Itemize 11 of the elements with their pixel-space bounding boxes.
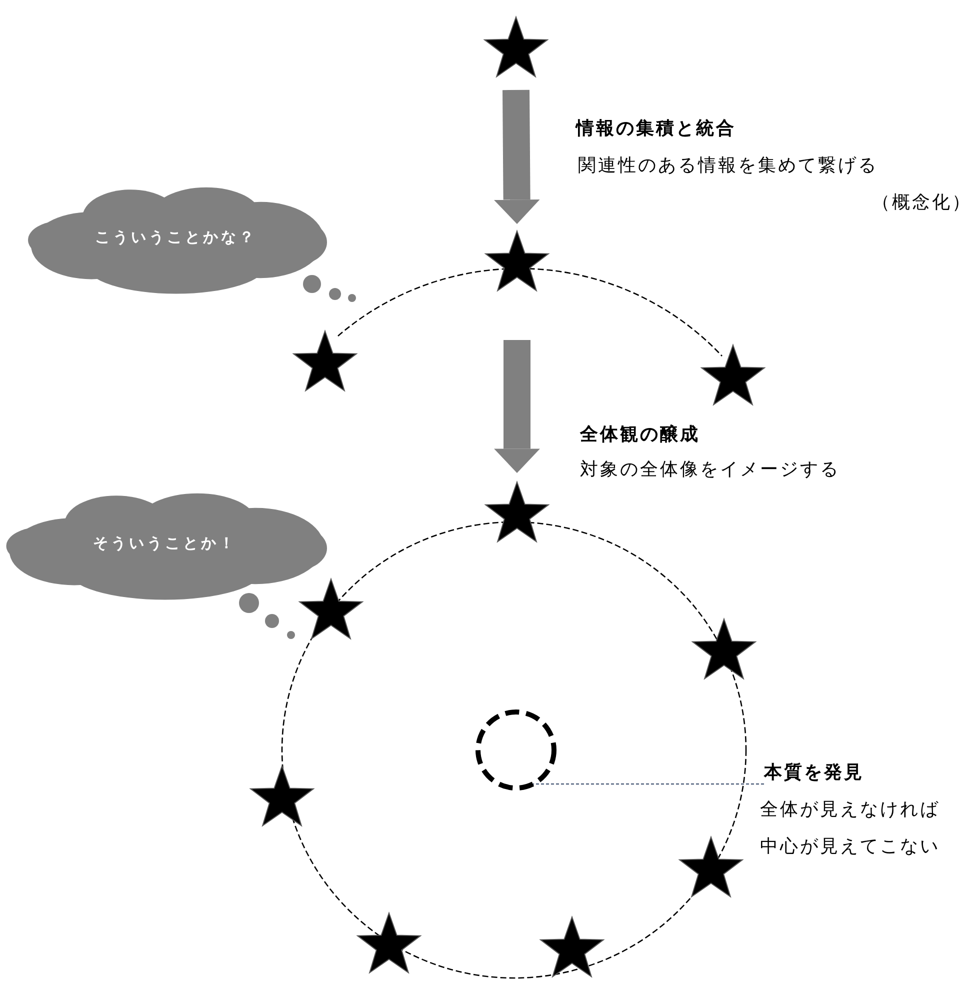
description-text: 対象の全体像をイメージする — [580, 458, 840, 481]
heading-text: 全体観の醸成 — [580, 423, 700, 446]
dashed-circle — [474, 708, 558, 792]
description-text: 全体が見えなければ — [760, 798, 940, 821]
thought-text: こういうことかな？ — [94, 228, 258, 247]
description-text: 中心が見えてこない — [760, 835, 940, 858]
description-text: 関連性のある情報を集めて繋げる — [578, 154, 878, 177]
thought-text: そういうことか！ — [92, 534, 238, 553]
heading-text: 情報の集積と統合 — [576, 117, 736, 140]
note-text: （概念化） — [872, 191, 966, 214]
callout-text: 本質を発見 — [764, 760, 864, 784]
